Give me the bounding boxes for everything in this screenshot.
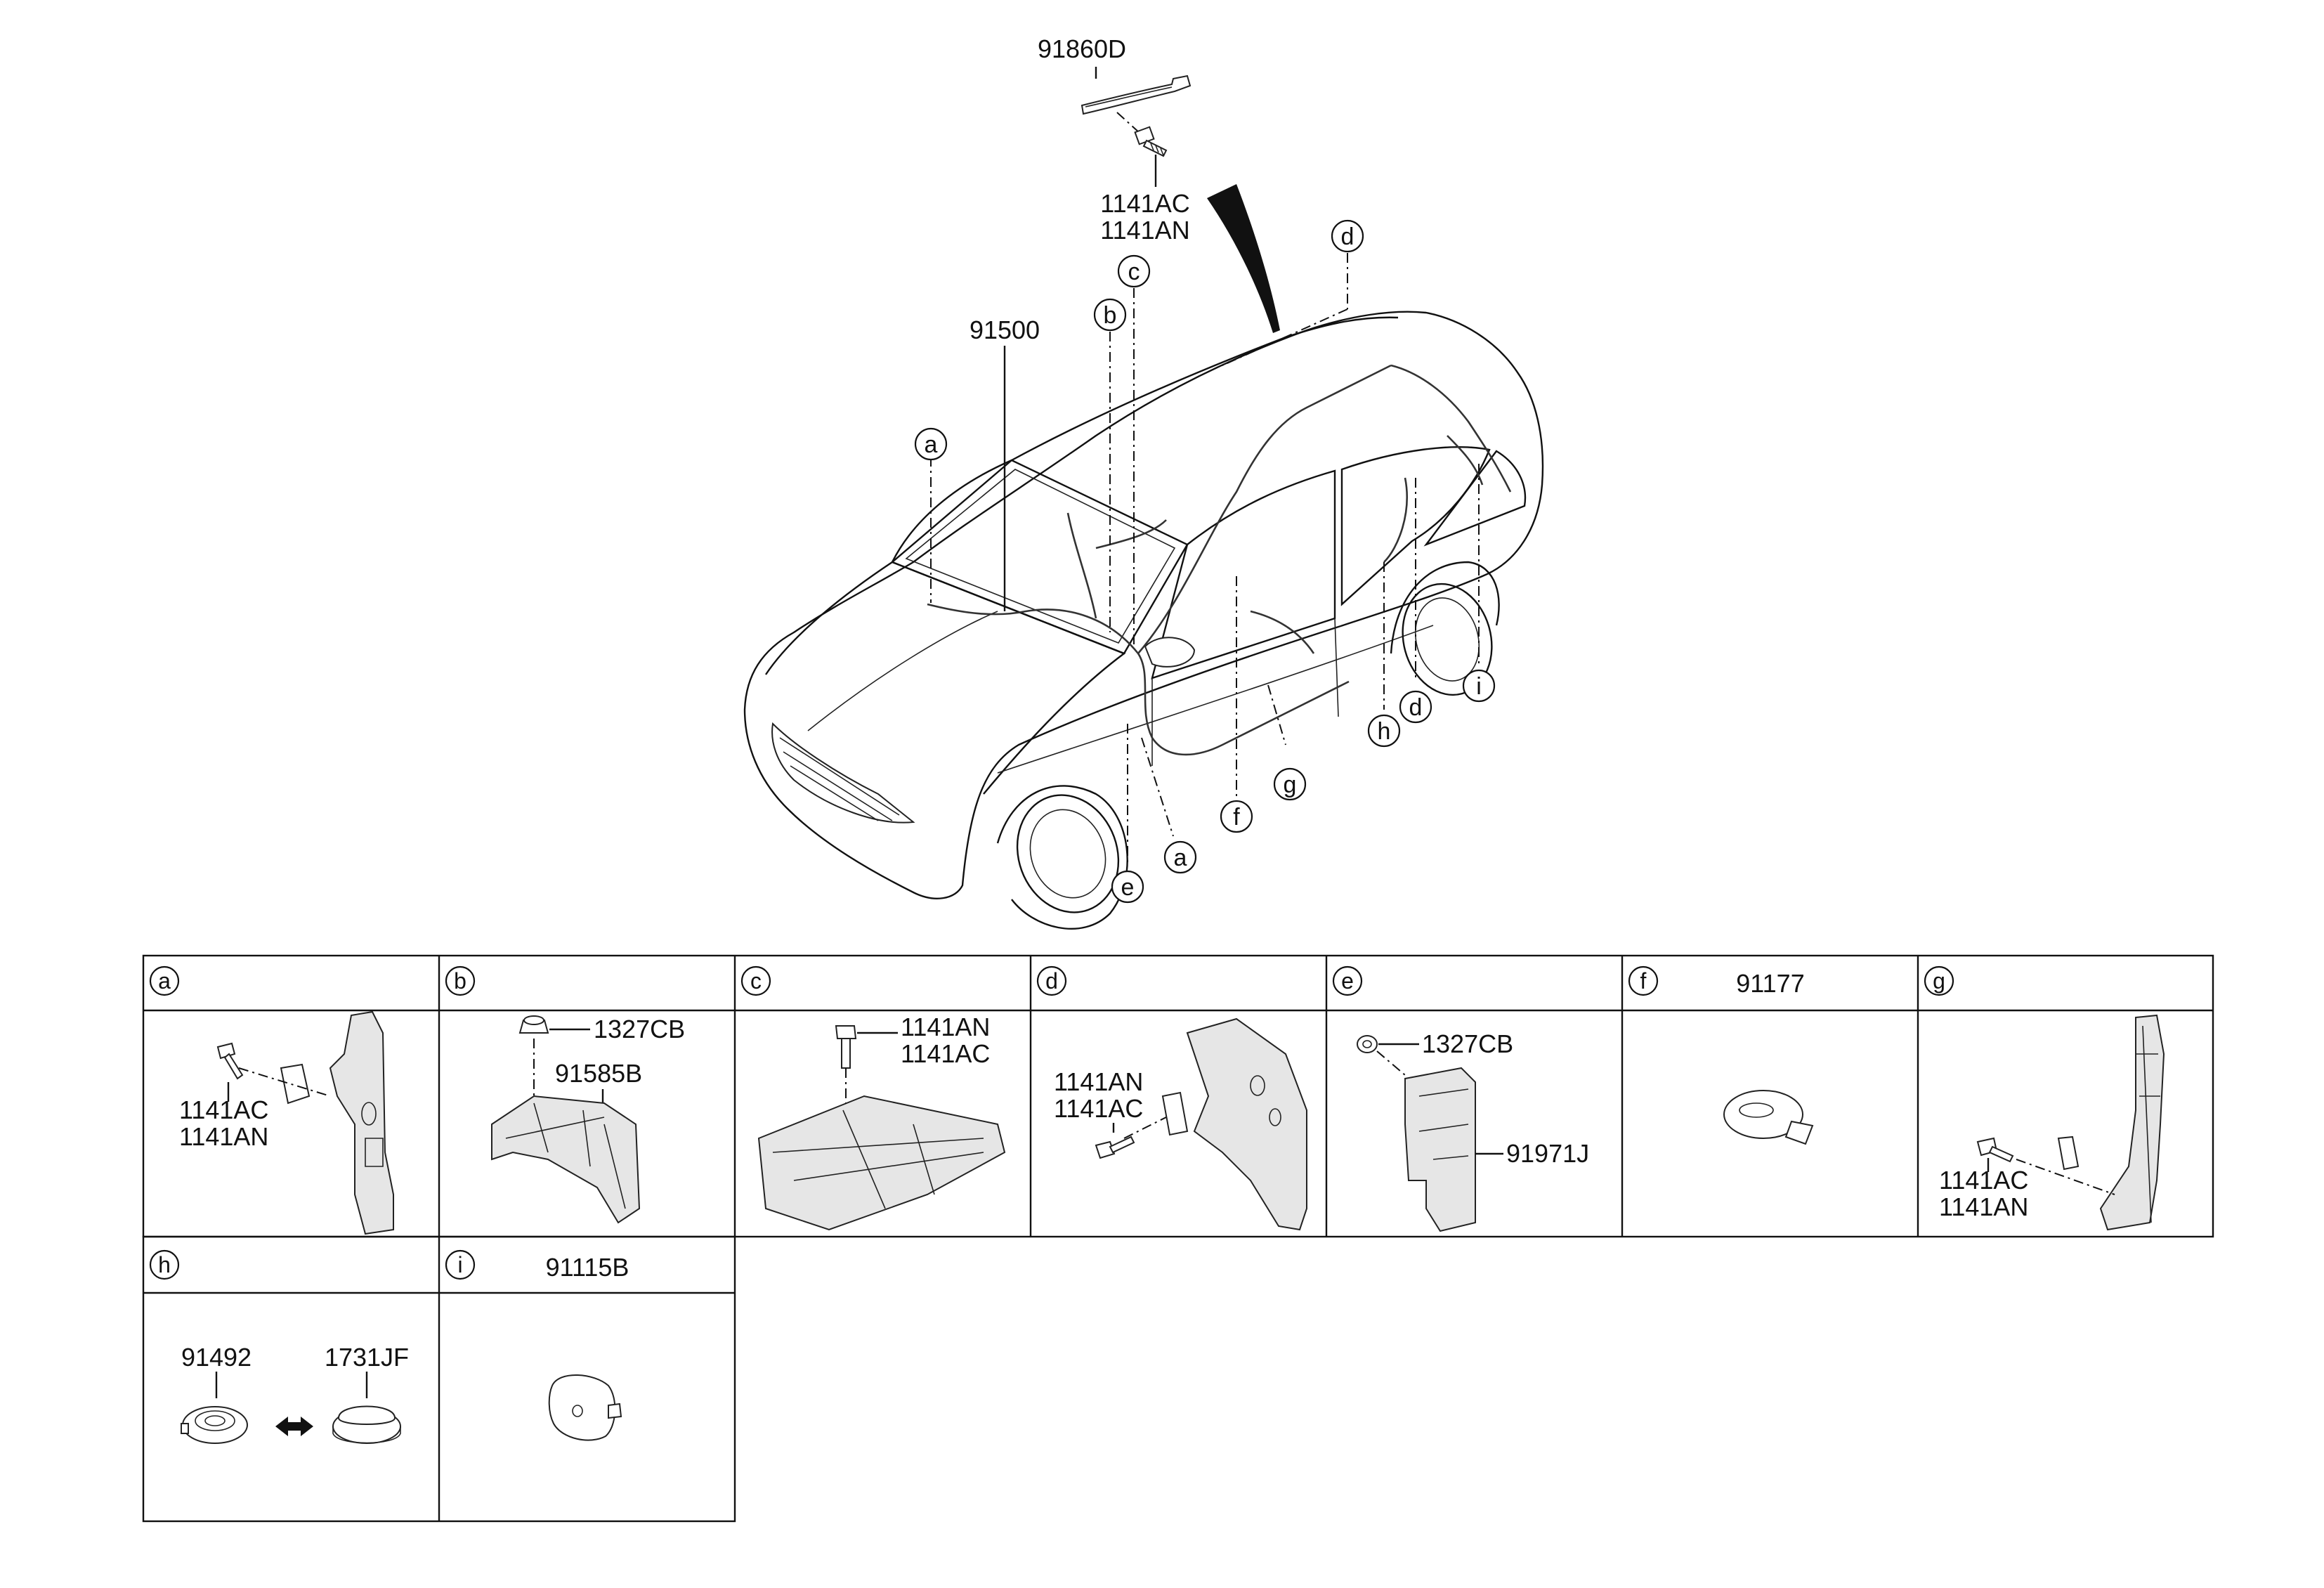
pointer-arrow bbox=[1207, 184, 1280, 333]
svg-text:i: i bbox=[457, 1252, 462, 1277]
bolt-icon bbox=[1095, 1135, 1135, 1159]
cell-e-label-1: 1327CB bbox=[1422, 1029, 1513, 1058]
svg-text:a: a bbox=[1174, 845, 1187, 871]
cell-letter-c: c bbox=[740, 965, 771, 996]
callout-f: f bbox=[1220, 800, 1253, 833]
cell-b-label-1: 1327CB bbox=[594, 1015, 685, 1043]
detail-cell-i: i 91115B bbox=[445, 1249, 629, 1441]
plug-icon bbox=[332, 1405, 401, 1444]
detail-cell-h: h 91492 1731JF bbox=[149, 1249, 409, 1444]
vehicle-illustration bbox=[743, 311, 1544, 930]
cell-letter-i: i bbox=[445, 1249, 476, 1280]
cell-letter-b: b bbox=[445, 965, 476, 996]
cell-letter-h: h bbox=[149, 1249, 180, 1280]
bolt-icon bbox=[835, 1025, 857, 1069]
svg-text:b: b bbox=[454, 968, 466, 994]
grommet-icon bbox=[1723, 1090, 1814, 1145]
cell-b-label-2: 91585B bbox=[555, 1059, 642, 1088]
bolt-label-1141AN: 1141AN bbox=[1100, 216, 1189, 245]
svg-text:i: i bbox=[1476, 673, 1482, 700]
callout-a-top: a bbox=[914, 427, 948, 461]
cell-c-label-1: 1141AN bbox=[901, 1013, 990, 1041]
detail-cell-g: g 1141AC 1141AN bbox=[1924, 965, 2165, 1231]
callout-h: h bbox=[1367, 714, 1401, 748]
svg-text:a: a bbox=[925, 431, 938, 458]
detail-cell-a: a 1141AC 1141AN bbox=[149, 965, 394, 1235]
callout-d-bottom: d bbox=[1399, 690, 1432, 724]
svg-text:b: b bbox=[1104, 302, 1117, 329]
grommet-icon bbox=[181, 1406, 248, 1444]
svg-text:c: c bbox=[750, 968, 762, 994]
cell-letter-d: d bbox=[1036, 965, 1067, 996]
svg-text:d: d bbox=[1341, 223, 1354, 250]
cell-f-title: 91177 bbox=[1736, 969, 1804, 998]
cell-e-label-2: 91971J bbox=[1506, 1139, 1589, 1168]
svg-text:c: c bbox=[1128, 259, 1140, 285]
cell-letter-a: a bbox=[149, 965, 180, 996]
callout-e: e bbox=[1111, 870, 1144, 904]
harness-label-91500: 91500 bbox=[970, 315, 1040, 344]
bolt-label-1141AC: 1141AC bbox=[1100, 189, 1189, 218]
cell-letter-f: f bbox=[1628, 965, 1659, 996]
svg-text:g: g bbox=[1933, 968, 1945, 994]
svg-text:h: h bbox=[1378, 718, 1391, 745]
cell-letter-g: g bbox=[1924, 965, 1954, 996]
double-arrow-icon bbox=[275, 1417, 313, 1436]
ground-cable-assembly: 91860D 1141AC 1141AN bbox=[1038, 34, 1280, 333]
detail-cell-b: b 1327CB 91585B bbox=[445, 965, 685, 1224]
cell-g-label-1: 1141AC bbox=[1939, 1166, 2028, 1195]
callout-leaders bbox=[930, 253, 1480, 864]
svg-text:d: d bbox=[1045, 968, 1058, 994]
cell-letter-e: e bbox=[1332, 965, 1363, 996]
svg-text:e: e bbox=[1121, 874, 1135, 901]
callout-i: i bbox=[1462, 669, 1496, 703]
detail-table bbox=[142, 954, 2214, 1523]
bolt-icon bbox=[1976, 1137, 2014, 1163]
callout-b: b bbox=[1093, 298, 1127, 332]
cell-h-label-2: 1731JF bbox=[325, 1343, 409, 1372]
detail-cell-d: d 1141AN 1141AC bbox=[1036, 965, 1307, 1231]
detail-cell-f: f 91177 bbox=[1628, 965, 1814, 1145]
cell-h-label-1: 91492 bbox=[181, 1343, 252, 1372]
cell-i-title: 91115B bbox=[546, 1253, 629, 1282]
grommet-icon bbox=[548, 1374, 622, 1441]
svg-text:a: a bbox=[158, 968, 171, 994]
callout-a-bottom: a bbox=[1163, 840, 1197, 874]
svg-text:f: f bbox=[1640, 968, 1647, 994]
detail-cell-e: e 1327CB 91971J bbox=[1332, 965, 1589, 1232]
cell-a-label-1: 1141AC bbox=[179, 1095, 268, 1124]
cell-g-label-2: 1141AN bbox=[1939, 1192, 2028, 1221]
cell-a-label-2: 1141AN bbox=[179, 1122, 268, 1151]
svg-text:h: h bbox=[158, 1252, 171, 1277]
cell-d-label-2: 1141AC bbox=[1054, 1094, 1143, 1123]
nut-icon bbox=[1357, 1035, 1378, 1053]
bolt-icon bbox=[1134, 126, 1168, 157]
cell-c-label-2: 1141AC bbox=[901, 1039, 990, 1068]
svg-text:e: e bbox=[1341, 968, 1354, 994]
cell-d-label-1: 1141AN bbox=[1054, 1067, 1143, 1096]
nut-icon bbox=[518, 1015, 549, 1034]
callout-c: c bbox=[1117, 254, 1151, 288]
part-label-91860D: 91860D bbox=[1038, 34, 1126, 63]
bolt-icon bbox=[216, 1042, 244, 1080]
svg-text:g: g bbox=[1284, 772, 1297, 798]
svg-text:f: f bbox=[1233, 804, 1240, 831]
callout-d-top: d bbox=[1331, 219, 1364, 253]
svg-text:d: d bbox=[1409, 694, 1423, 721]
detail-cell-c: c 1141AN 1141AC bbox=[740, 965, 1006, 1231]
callout-g: g bbox=[1273, 767, 1307, 801]
